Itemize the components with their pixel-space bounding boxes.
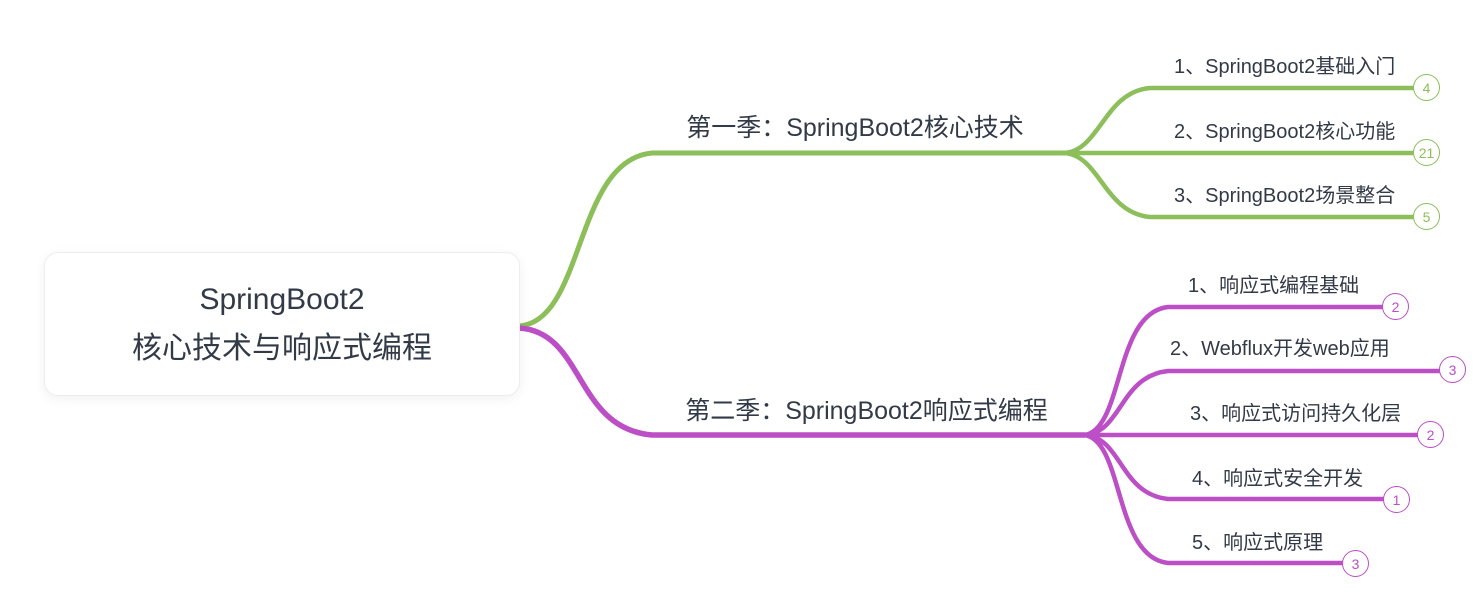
edge-branch-2-to-leaf-2: [1082, 368, 1442, 438]
branch-1-leaf-1-count-badge[interactable]: 4: [1413, 74, 1440, 101]
branch-1-label[interactable]: 第一季：SpringBoot2核心技术: [686, 114, 1024, 142]
root-title-line1: SpringBoot2: [199, 283, 365, 316]
root-title-line2: 核心技术与响应式编程: [132, 332, 432, 365]
branch-1-leaf-2-label[interactable]: 2、SpringBoot2核心功能: [1174, 121, 1396, 143]
branch-1-leaf-2-count-badge[interactable]: 21: [1413, 139, 1440, 166]
edge-root-to-branch-1: [516, 150, 1067, 329]
edge-branch-1-to-leaf-1: [1061, 85, 1416, 156]
edge-branch-2-to-leaf-1: [1082, 304, 1385, 438]
branch-1-leaf-3-count-badge[interactable]: 5: [1413, 203, 1440, 230]
branch-2-leaf-4-label[interactable]: 4、响应式安全开发: [1192, 468, 1364, 490]
branch-1-leaf-3-label[interactable]: 3、SpringBoot2场景整合: [1174, 185, 1396, 207]
branch-2-leaf-2-label[interactable]: 2、Webflux开发web应用: [1170, 338, 1390, 360]
branch-2-label[interactable]: 第二季：SpringBoot2响应式编程: [685, 397, 1048, 425]
branch-2-leaf-4-count-badge[interactable]: 1: [1383, 486, 1410, 513]
branch-2-leaf-1-count-badge[interactable]: 2: [1382, 293, 1409, 320]
branch-2-leaf-3-count-badge[interactable]: 2: [1417, 421, 1444, 448]
branch-2-leaf-5-count-badge[interactable]: 3: [1342, 550, 1369, 577]
branch-2-leaf-1-label[interactable]: 1、响应式编程基础: [1188, 275, 1360, 297]
edge-branch-1-to-leaf-3: [1061, 150, 1416, 220]
edge-branch-2-to-leaf-5: [1082, 432, 1345, 566]
root-node[interactable]: SpringBoot2 核心技术与响应式编程: [44, 252, 520, 396]
branch-1-leaf-1-label[interactable]: 1、SpringBoot2基础入门: [1174, 56, 1396, 78]
edge-root-to-branch-2: [516, 325, 1088, 438]
branch-2-leaf-5-label[interactable]: 5、响应式原理: [1192, 532, 1324, 554]
branch-2-leaf-3-label[interactable]: 3、响应式访问持久化层: [1190, 403, 1402, 425]
edge-branch-2-to-leaf-4: [1082, 432, 1386, 502]
branch-2-leaf-2-count-badge[interactable]: 3: [1439, 356, 1466, 383]
